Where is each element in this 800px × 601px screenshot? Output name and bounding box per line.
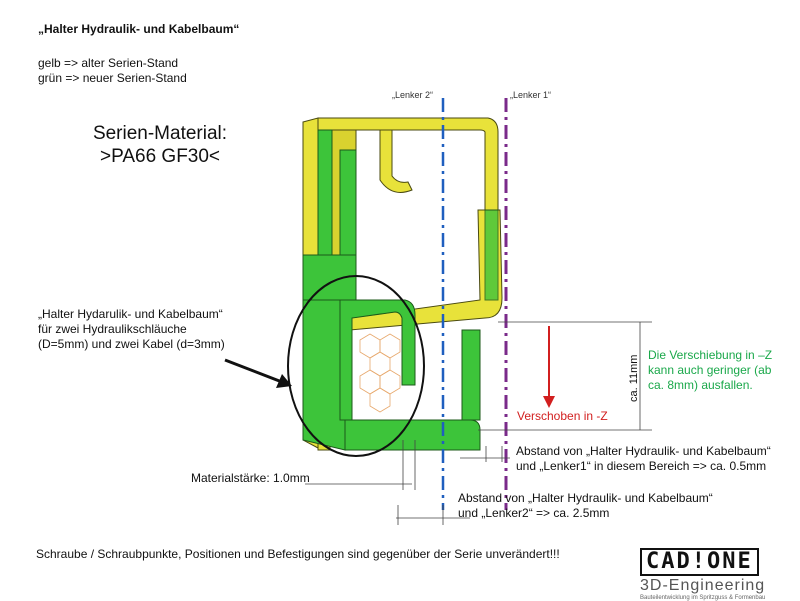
logo-brand: CAD!ONE <box>640 548 759 576</box>
dimension-vertical-label: ca. 11mm <box>628 354 640 402</box>
wall-thickness-label: Materialstärke: 1.0mm <box>191 471 310 485</box>
shift-note-line2: kann auch geringer (ab <box>648 363 772 377</box>
shift-note-line1: Die Verschiebung in –Z <box>648 348 773 362</box>
shift-note: Die Verschiebung in –Z kann auch geringe… <box>648 348 772 393</box>
legend-yellow: gelb => alter Serien-Stand <box>38 56 179 70</box>
page-title: „Halter Hydraulik- und Kabelbaum“ <box>38 22 240 36</box>
green-part <box>302 129 499 451</box>
gap-lenker2-line1: Abstand von „Halter Hydraulik- und Kabel… <box>458 491 713 505</box>
logo-subtitle: 3D-Engineering <box>640 577 766 594</box>
logo-tagline: Bauteilentwicklung im Spritzguss & Forme… <box>640 595 766 601</box>
gap-lenker2-line2: und „Lenker2“ => ca. 2.5mm <box>458 506 610 520</box>
gap-lenker1-note: Abstand von „Halter Hydraulik- und Kabel… <box>516 444 771 474</box>
gap-lenker1-line2: und „Lenker1“ in diesem Bereich => ca. 0… <box>516 459 767 473</box>
holder-note-line3: (D=5mm) und zwei Kabel (d=3mm) <box>38 337 225 351</box>
holder-note-line1: „Halter Hydarulik- und Kabelbaum“ <box>38 307 223 321</box>
footer-note: Schraube / Schraubpunkte, Positionen und… <box>36 547 560 561</box>
legend-green: grün => neuer Serien-Stand <box>38 71 187 85</box>
company-logo: CAD!ONE 3D-Engineering Bauteilentwicklun… <box>640 548 798 601</box>
material-value: >PA66 GF30< <box>99 146 221 167</box>
lenker1-label: „Lenker 1“ <box>510 90 552 100</box>
shift-arrow <box>543 326 555 408</box>
gap-lenker2-note: Abstand von „Halter Hydraulik- und Kabel… <box>458 491 713 521</box>
lenker2-label: „Lenker 2“ <box>392 90 434 100</box>
cable-bundle <box>359 333 401 413</box>
shift-note-line3: ca. 8mm) ausfallen. <box>648 378 753 392</box>
dimension-lines <box>305 321 652 525</box>
material-heading: Serien-Material: <box>92 123 228 144</box>
highlight-circle <box>287 275 425 457</box>
shifted-label: Verschoben in -Z <box>517 409 608 423</box>
pointer-arrow <box>224 358 292 388</box>
gap-lenker1-line1: Abstand von „Halter Hydraulik- und Kabel… <box>516 444 771 458</box>
holder-note-line2: für zwei Hydraulikschläuche <box>38 322 187 336</box>
holder-note: „Halter Hydarulik- und Kabelbaum“ für zw… <box>38 307 225 352</box>
